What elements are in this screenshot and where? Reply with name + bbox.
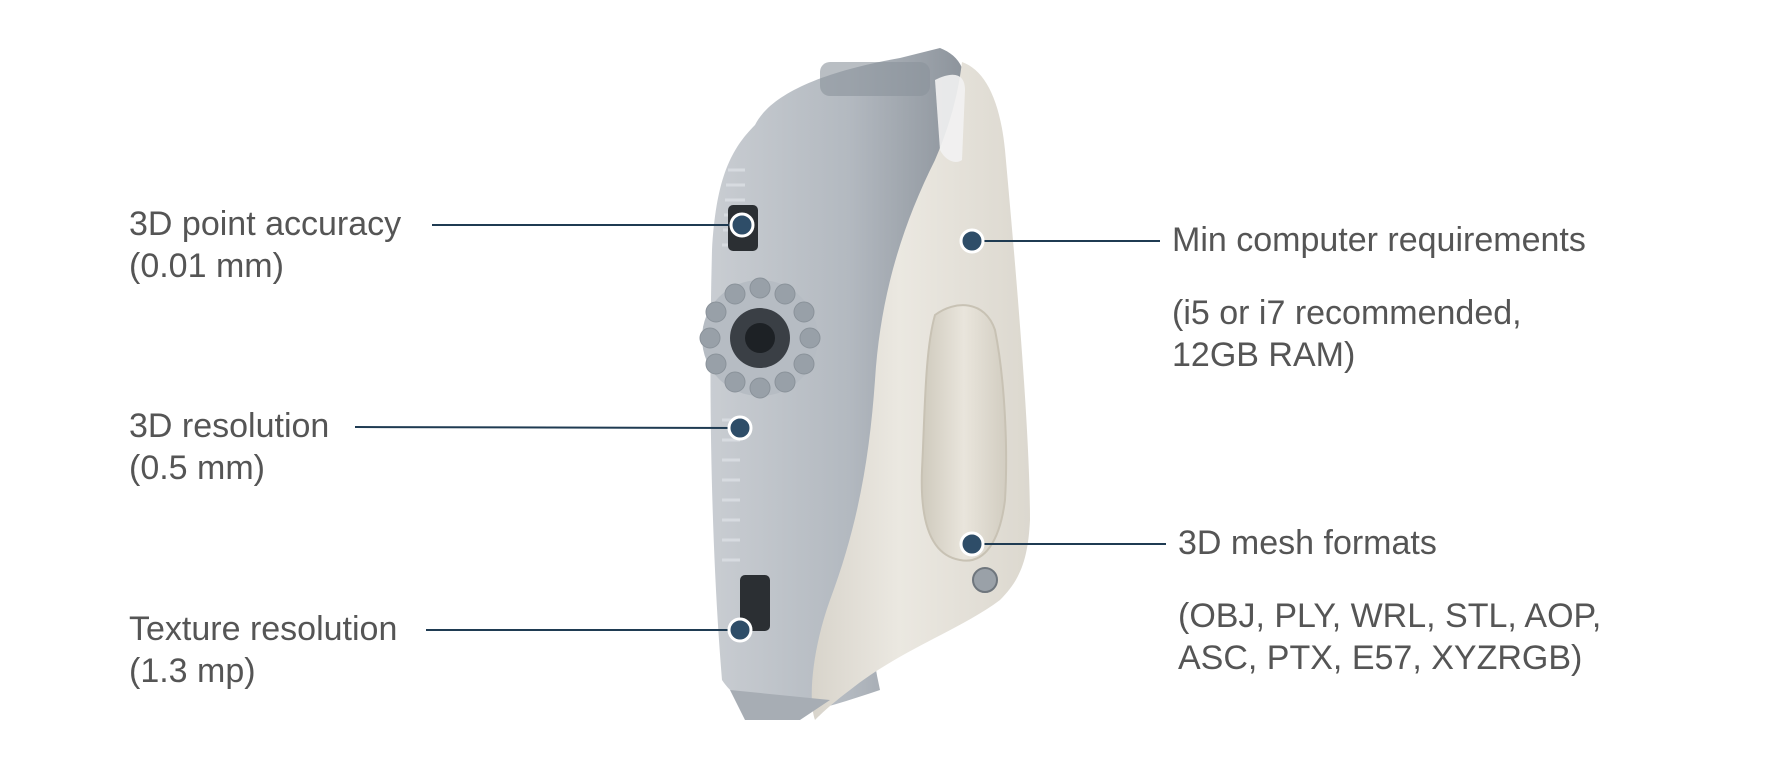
callout-texture: Texture resolution (1.3 mp) [129,608,397,692]
callout-accuracy-title: 3D point accuracy [129,205,402,243]
leader-line-resolution [354,426,741,429]
callout-texture-value: (1.3 mp) [129,652,256,690]
flash-ring [699,277,821,399]
scanner-handle-opening [920,304,1008,562]
callout-resolution-title: 3D resolution [129,407,330,445]
scanner-top-window [935,74,965,162]
callout-requirements: Min computer requirements (i5 or i7 reco… [1172,219,1586,376]
scanner-gray-body [710,48,962,715]
callout-accuracy-value: (0.01 mm) [129,247,284,285]
lower-lens [740,575,770,631]
callout-formats: 3D mesh formats (OBJ, PLY, WRL, STL, AOP… [1178,522,1601,679]
marker-requirements [959,228,985,254]
callout-resolution: 3D resolution (0.5 mm) [129,405,329,489]
marker-formats [959,531,985,557]
callout-accuracy: 3D point accuracy (0.01 mm) [129,203,401,287]
callout-formats-line1: (OBJ, PLY, WRL, STL, AOP, [1178,597,1602,635]
callout-markers [727,212,985,643]
callout-texture-title: Texture resolution [129,610,398,648]
callout-requirements-line1: (i5 or i7 recommended, [1172,294,1522,332]
callout-formats-title: 3D mesh formats [1178,524,1437,562]
callout-requirements-line2: 12GB RAM) [1172,336,1356,374]
scanner-top-vents [820,62,930,96]
marker-texture [727,617,753,643]
scanner-port [972,567,998,593]
leader-lines [354,224,1166,631]
marker-resolution [727,415,753,441]
marker-accuracy [729,212,755,238]
callout-requirements-title: Min computer requirements [1172,221,1586,259]
scanner-feet [730,690,830,720]
callout-formats-line2: ASC, PTX, E57, XYZRGB) [1178,639,1583,677]
callout-resolution-value: (0.5 mm) [129,449,265,487]
